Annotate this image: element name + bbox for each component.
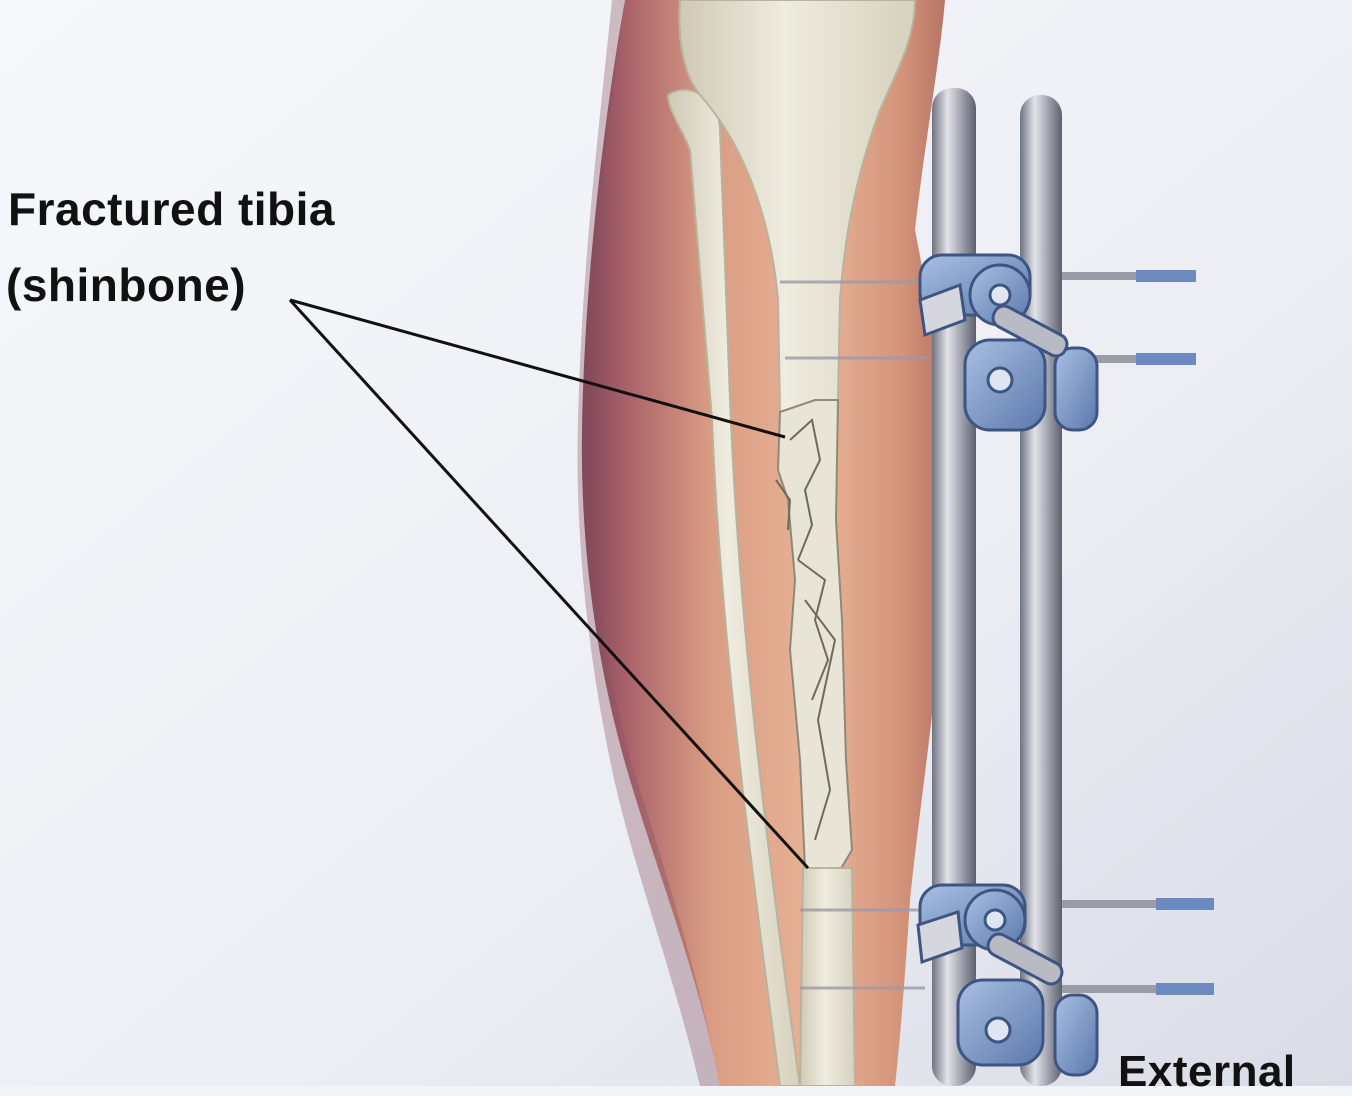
leader-lines [288, 298, 810, 870]
fixator-pins-right [1062, 270, 1214, 995]
label-shinbone: (shinbone) [6, 259, 247, 311]
lower-leg [581, 0, 946, 1086]
fracture-cracks [775, 418, 837, 841]
fixator-pin-lines [780, 280, 930, 990]
fixator-clamp-lower [916, 883, 1099, 1077]
fixator-clamp-upper [918, 253, 1099, 432]
external-fixator-rod-left [932, 88, 976, 1086]
external-fixator-rod-right [1020, 95, 1062, 1086]
muscle-shadow [577, 0, 720, 1086]
label-external-fixator: External [1118, 1047, 1296, 1096]
tibia-bone-lower [798, 867, 857, 1086]
label-fractured-tibia: Fractured tibia [8, 183, 336, 235]
